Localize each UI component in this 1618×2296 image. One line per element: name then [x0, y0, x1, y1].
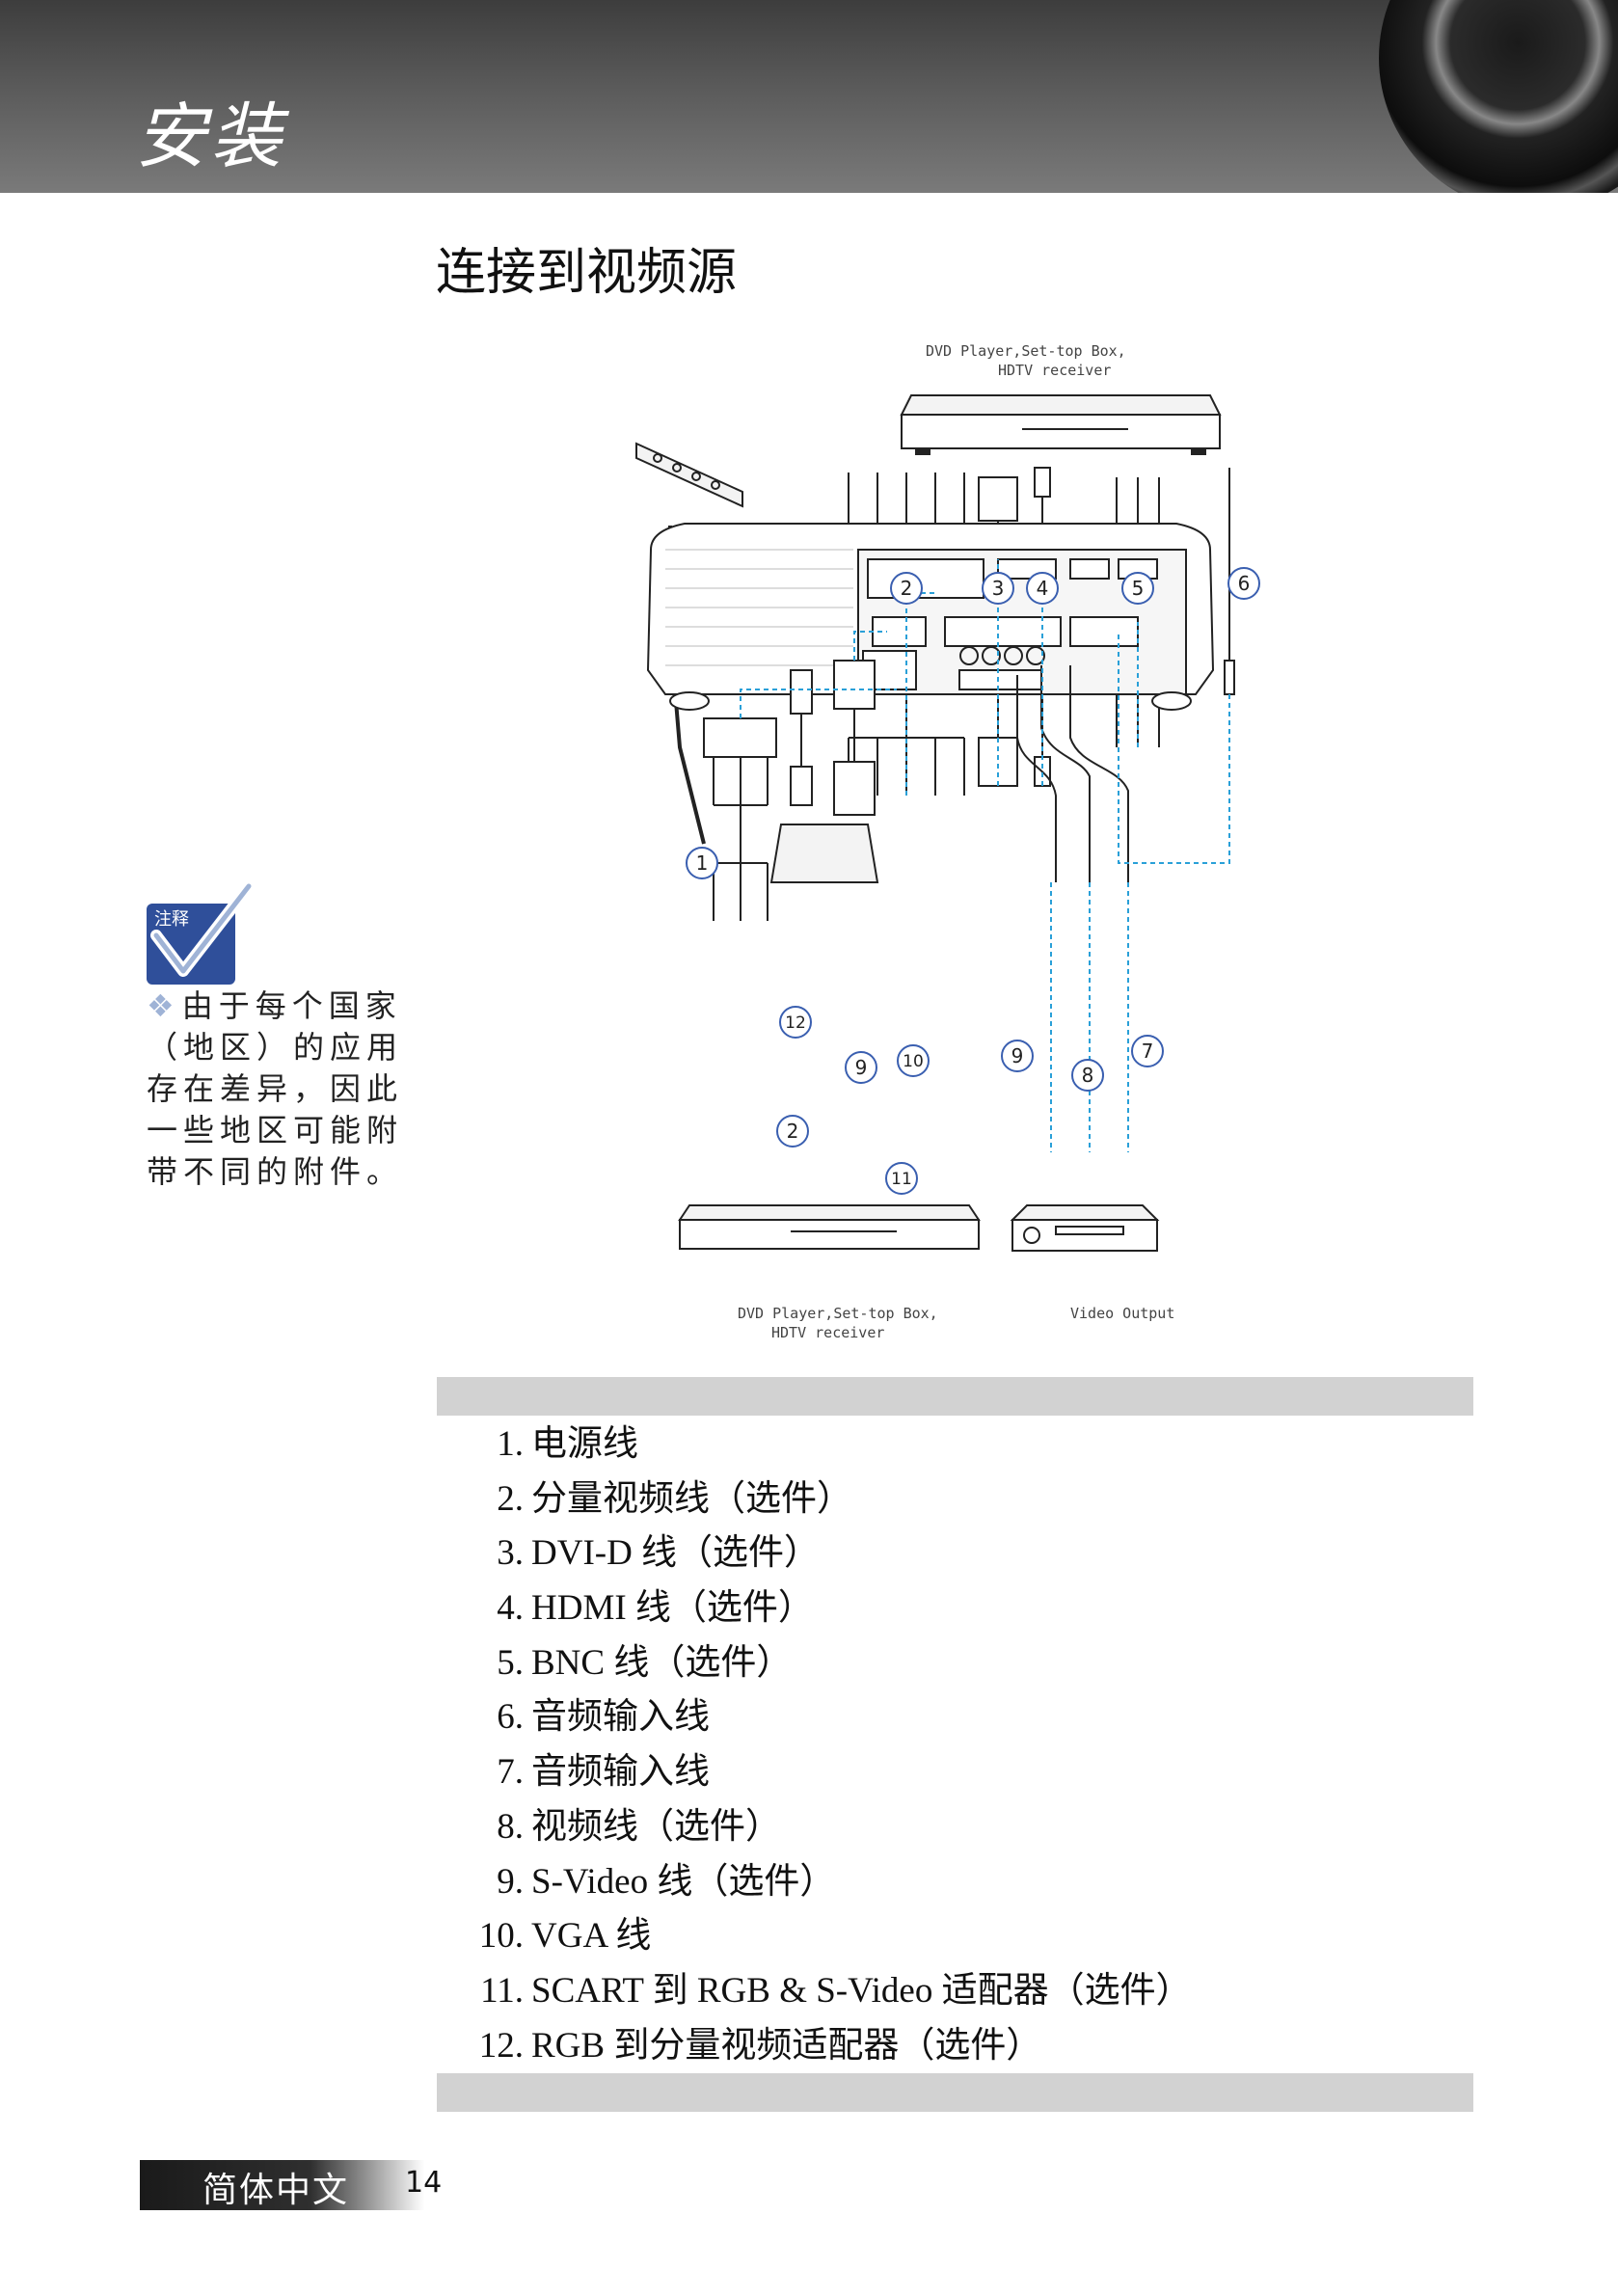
- list-item: 9.S-Video 线（选件）: [497, 1861, 836, 1902]
- svideo-cable-left: [790, 669, 813, 806]
- power-strip: [635, 442, 743, 508]
- section-title: 连接到视频源: [436, 244, 738, 302]
- list-item: 4.HDMI 线（选件）: [497, 1588, 814, 1629]
- table-footer-band: [437, 2073, 1473, 2112]
- svg-text:5: 5: [1132, 577, 1145, 600]
- svg-text:9: 9: [855, 1056, 868, 1079]
- footer-bar: [140, 2160, 424, 2210]
- projector-rear-panel: [646, 523, 1215, 711]
- list-item: 6.音频输入线: [497, 1697, 710, 1738]
- callout-12: 12: [779, 1006, 812, 1039]
- callout-4: 4: [1026, 572, 1059, 605]
- callout-8: 8: [1071, 1059, 1104, 1092]
- callout-10: 10: [897, 1044, 930, 1077]
- list-item: 5.BNC 线（选件）: [497, 1642, 793, 1683]
- svg-text:8: 8: [1082, 1064, 1094, 1087]
- list-item: 2.分量视频线（选件）: [497, 1478, 852, 1519]
- top-device-label-1: DVD Player,Set-top Box,: [926, 342, 1126, 360]
- svideo-cable-right: [1016, 675, 1057, 882]
- svg-text:2: 2: [787, 1120, 799, 1143]
- callout-7: 7: [1131, 1035, 1164, 1067]
- callout-3: 3: [982, 572, 1014, 605]
- svg-text:10: 10: [903, 1052, 924, 1071]
- list-item: 12.RGB 到分量视频适配器（选件）: [478, 2025, 1042, 2066]
- svg-text:12: 12: [785, 1013, 806, 1033]
- list-item: 10.VGA 线: [478, 1916, 652, 1957]
- note-text: ❖由于每个国家（地区）的应用存在差异，因此一些地区可能附带不同的附件。: [147, 986, 426, 1193]
- chapter-title: 安装: [135, 95, 285, 178]
- footer-language: 简体中文: [202, 2171, 350, 2210]
- callout-6: 6: [1227, 567, 1260, 600]
- svg-text:3: 3: [992, 577, 1005, 600]
- list-item: 8.视频线（选件）: [497, 1806, 781, 1847]
- list-item: 1.电源线: [497, 1424, 638, 1464]
- svg-text:2: 2: [901, 577, 913, 600]
- connection-diagram: 1 2 3 4 5 6 7 8 9 10 11 12 2 9 DVD Playe…: [617, 342, 1292, 1341]
- diamond-bullet-icon: ❖: [147, 987, 175, 1024]
- note-icon-label: 注释: [154, 909, 189, 930]
- top-device-label-2: HDTV receiver: [998, 362, 1112, 379]
- svg-text:7: 7: [1142, 1040, 1154, 1063]
- rgb-component-adapter: [703, 717, 777, 921]
- lens-icon: [1379, 0, 1618, 193]
- list-item: 7.音频输入线: [497, 1752, 710, 1793]
- callout-9-left: 9: [845, 1051, 877, 1084]
- top-dvd-player: [900, 394, 1222, 455]
- bottom-device-label-2: HDTV receiver: [771, 1324, 885, 1341]
- bottom-device-label-1: DVD Player,Set-top Box,: [738, 1305, 938, 1322]
- connection-diagram-svg: 1 2 3 4 5 6 7 8 9 10 11 12 2 9: [635, 394, 1260, 1252]
- callout-5: 5: [1121, 572, 1154, 605]
- svg-text:11: 11: [891, 1170, 912, 1189]
- note-check-icon: 注释: [147, 882, 255, 985]
- svg-text:4: 4: [1037, 577, 1049, 600]
- signal-routing-lines: [740, 559, 1230, 1152]
- vga-cable: [833, 660, 876, 816]
- callout-9-right: 9: [1001, 1040, 1034, 1072]
- cable-list: 1.电源线 2.分量视频线（选件） 3.DVI-D 线（选件） 4.HDMI 线…: [437, 1418, 1473, 2073]
- list-item: 11.SCART 到 RGB & S-Video 适配器（选件）: [480, 1970, 1192, 2011]
- callout-1: 1: [686, 847, 718, 879]
- note-body: 由于每个国家（地区）的应用存在差异，因此一些地区可能附带不同的附件。: [147, 987, 404, 1190]
- video-output-label: Video Output: [1070, 1305, 1175, 1322]
- callout-2-top: 2: [890, 572, 923, 605]
- table-header-band: [437, 1377, 1473, 1416]
- svg-text:9: 9: [1011, 1044, 1024, 1067]
- bottom-dvd-player: [678, 1204, 981, 1250]
- svg-text:6: 6: [1238, 572, 1251, 595]
- list-item: 3.DVI-D 线（选件）: [497, 1533, 821, 1574]
- callout-11: 11: [885, 1162, 918, 1195]
- audio-cable-bottom: [1069, 665, 1129, 882]
- callouts: 1 2 3 4 5 6 7 8 9 10 11 12 2 9: [686, 567, 1260, 1195]
- svg-text:1: 1: [696, 851, 709, 875]
- chapter-header: 安装: [0, 0, 1618, 193]
- video-output-device: [1010, 1204, 1160, 1252]
- callout-2-bottom: 2: [776, 1115, 809, 1148]
- scart-adapter: [769, 824, 879, 883]
- page-number: 14: [405, 2166, 443, 2200]
